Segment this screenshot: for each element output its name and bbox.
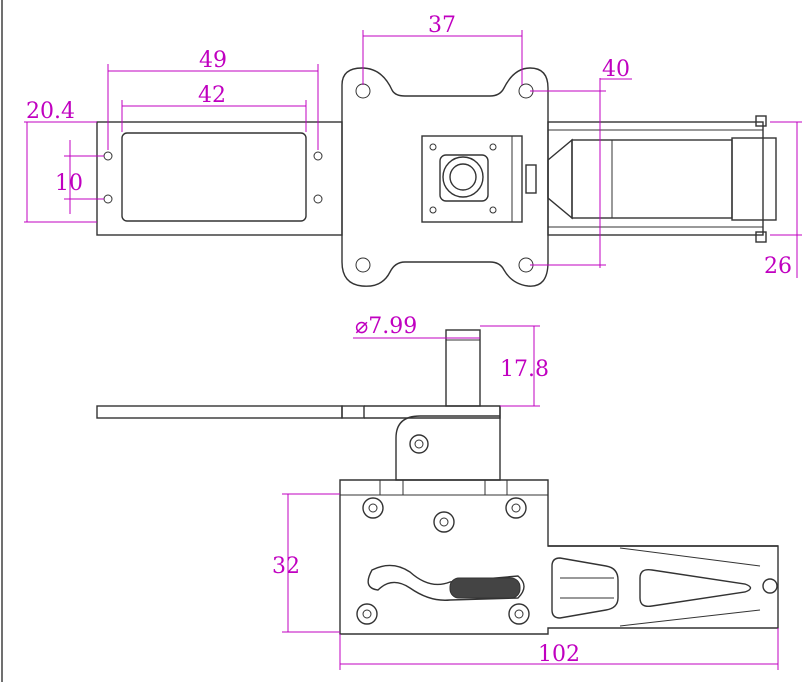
servo-block bbox=[421, 135, 523, 223]
dim-block-height: 32 bbox=[272, 554, 300, 579]
plate-hole bbox=[313, 194, 323, 204]
dim-plate-window-width: 42 bbox=[198, 83, 226, 108]
retract-body bbox=[339, 479, 779, 635]
mount-hole bbox=[355, 83, 371, 99]
block-screw bbox=[429, 143, 437, 151]
dim-body-height: 26 bbox=[764, 254, 792, 279]
plate-hole bbox=[313, 151, 323, 161]
plate-hole bbox=[103, 194, 113, 204]
dim-body-offset: 40 bbox=[602, 57, 630, 82]
axle-hole bbox=[762, 578, 778, 594]
screw-head bbox=[362, 497, 384, 519]
dim-plate-width: 20.4 bbox=[26, 99, 75, 124]
strut-capsule bbox=[551, 557, 619, 619]
side-view: ⌀7.99 17.8 32 102 bbox=[96, 314, 779, 670]
dim-plate-hole-spacing: 10 bbox=[55, 171, 83, 196]
block-screw bbox=[489, 143, 497, 151]
strut-tip bbox=[547, 138, 573, 220]
pivot-pin bbox=[445, 329, 481, 407]
plate-hole bbox=[103, 151, 113, 161]
screw-head bbox=[433, 511, 455, 533]
cam-slot bbox=[367, 564, 525, 601]
pivot-ring bbox=[442, 156, 484, 198]
bracket-hole-inner bbox=[414, 439, 424, 449]
mount-hole bbox=[355, 257, 371, 273]
plate-window bbox=[121, 132, 307, 222]
arm-taper bbox=[619, 547, 761, 567]
dim-pin-height: 17.8 bbox=[500, 357, 549, 382]
strut-end-cap bbox=[731, 137, 777, 221]
cam-spring bbox=[449, 577, 521, 599]
block-screw bbox=[489, 206, 497, 214]
block-screw bbox=[429, 206, 437, 214]
screw-head bbox=[508, 603, 530, 625]
dim-plate-hole-span: 49 bbox=[199, 48, 227, 73]
screw-head bbox=[505, 497, 527, 519]
screw-slot bbox=[368, 503, 378, 513]
pivot-bracket bbox=[395, 406, 501, 481]
bracket-hole bbox=[409, 434, 429, 454]
dim-overall-length: 102 bbox=[538, 642, 580, 667]
dim-mount-hole-spacing: 37 bbox=[428, 13, 456, 38]
spring-coil bbox=[525, 164, 537, 194]
axle-stub bbox=[755, 231, 767, 243]
axle-stub bbox=[755, 115, 767, 127]
arm-taper bbox=[619, 609, 761, 627]
screw-slot bbox=[511, 503, 521, 513]
screw-slot bbox=[439, 517, 449, 527]
pivot-housing bbox=[439, 154, 489, 202]
screw-head bbox=[356, 603, 378, 625]
screw-slot bbox=[514, 609, 524, 619]
plate-edge bbox=[341, 405, 365, 419]
pivot-bore bbox=[449, 163, 477, 191]
arm-slot bbox=[639, 568, 752, 608]
strut-body bbox=[571, 139, 733, 219]
top-view: 37 49 42 20.4 10 40 26 bbox=[24, 13, 802, 287]
plate-edge bbox=[96, 405, 343, 419]
dim-pin-diameter: ⌀7.99 bbox=[355, 314, 417, 339]
flange-body bbox=[341, 67, 549, 287]
screw-slot bbox=[362, 609, 372, 619]
